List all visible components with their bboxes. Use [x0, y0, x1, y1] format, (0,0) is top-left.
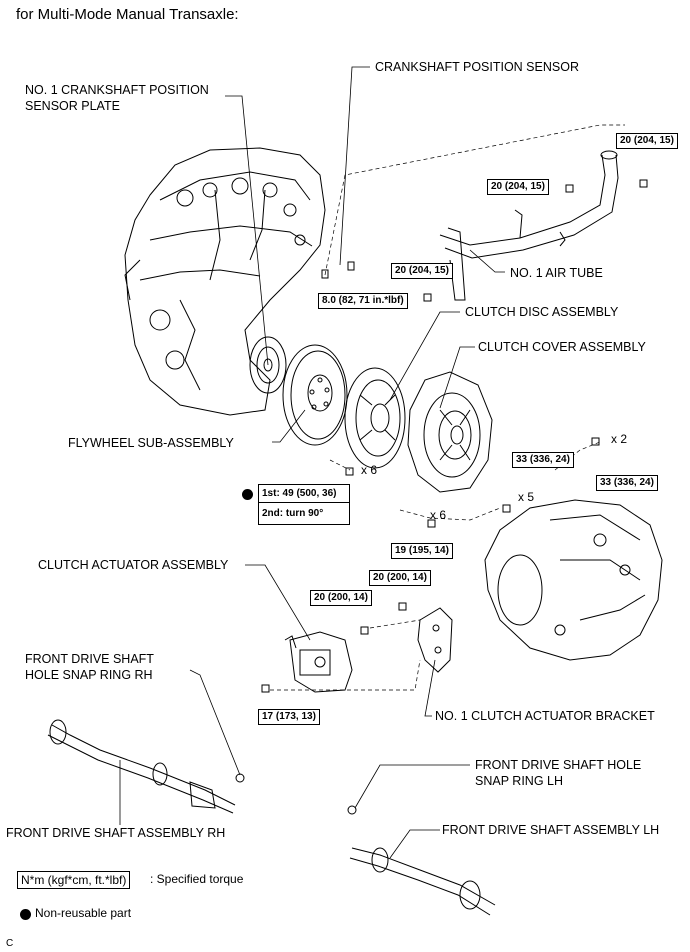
label-crankshaft-sensor: CRANKSHAFT POSITION SENSOR	[375, 60, 579, 74]
torque-clutch-cover: 19 (195, 14)	[391, 543, 453, 559]
torque-transaxle-b: 33 (336, 24)	[596, 475, 658, 491]
multiplier-x6-clutch: x 6	[430, 508, 447, 522]
multiplier-x5: x 5	[518, 490, 535, 504]
label-clutch-actuator-bracket: NO. 1 CLUTCH ACTUATOR BRACKET	[435, 709, 655, 723]
legend-torque-symbol: N*m (kgf*cm, ft.*lbf)	[17, 871, 131, 889]
torque-crankshaft-sensor: 8.0 (82, 71 in.*lbf)	[318, 293, 408, 309]
torque-flywheel-first: 1st: 49 (500, 36)	[259, 485, 349, 503]
transaxle-shape	[484, 499, 663, 661]
torque-air-tube-mid: 20 (204, 15)	[487, 179, 549, 195]
label-clutch-actuator: CLUTCH ACTUATOR ASSEMBLY	[38, 558, 229, 572]
crankshaft-position-sensor-plate	[249, 336, 287, 394]
multiplier-x2: x 2	[611, 432, 628, 446]
clutch-disc-shape	[344, 367, 406, 469]
torque-actuator: 17 (173, 13)	[258, 709, 320, 725]
torque-flywheel-box: 1st: 49 (500, 36) 2nd: turn 90°	[258, 484, 350, 525]
engine-block	[124, 147, 326, 416]
clutch-actuator-bracket-shape	[417, 607, 453, 673]
legend-non-reusable-icon	[20, 909, 31, 920]
label-crankshaft-plate-line2: SENSOR PLATE	[25, 99, 120, 113]
label-snap-ring-rh-line2: HOLE SNAP RING RH	[25, 668, 153, 682]
label-clutch-cover: CLUTCH COVER ASSEMBLY	[478, 340, 646, 354]
drive-shaft-rh-shape	[47, 719, 245, 814]
torque-air-tube-right: 20 (204, 15)	[616, 133, 678, 149]
clutch-actuator-shape	[284, 631, 353, 693]
label-flywheel: FLYWHEEL SUB-ASSEMBLY	[68, 436, 234, 450]
torque-bracket-a: 20 (200, 14)	[369, 570, 431, 586]
legend-non-reusable-text: Non-reusable part	[35, 906, 132, 920]
corner-mark: C	[6, 938, 14, 949]
torque-air-tube-left: 20 (204, 15)	[391, 263, 453, 279]
label-snap-ring-lh-line1: FRONT DRIVE SHAFT HOLE	[475, 758, 642, 772]
label-crankshaft-plate-line1: NO. 1 CRANKSHAFT POSITION	[25, 83, 209, 97]
clutch-cover-shape	[407, 371, 493, 493]
label-clutch-disc: CLUTCH DISC ASSEMBLY	[465, 305, 619, 319]
bolts	[261, 179, 648, 693]
drive-shaft-lh-shape	[347, 805, 496, 916]
label-air-tube: NO. 1 AIR TUBE	[510, 266, 603, 280]
legend-torque-text: : Specified torque	[150, 872, 244, 886]
torque-bracket-b: 20 (200, 14)	[310, 590, 372, 606]
torque-flywheel-second: 2nd: turn 90°	[262, 508, 324, 519]
label-snap-ring-lh-line2: SNAP RING LH	[475, 774, 563, 788]
air-tube-shape	[439, 150, 619, 301]
multiplier-flywheel-bolts: x 6	[361, 463, 378, 477]
label-drive-shaft-rh: FRONT DRIVE SHAFT ASSEMBLY RH	[6, 826, 226, 840]
torque-transaxle-a: 33 (336, 24)	[512, 452, 574, 468]
label-snap-ring-rh-line1: FRONT DRIVE SHAFT	[25, 652, 154, 666]
label-drive-shaft-lh: FRONT DRIVE SHAFT ASSEMBLY LH	[442, 823, 660, 837]
page-title: for Multi-Mode Manual Transaxle:	[16, 6, 239, 23]
flywheel-shape	[282, 344, 348, 446]
non-reusable-icon	[242, 489, 253, 500]
